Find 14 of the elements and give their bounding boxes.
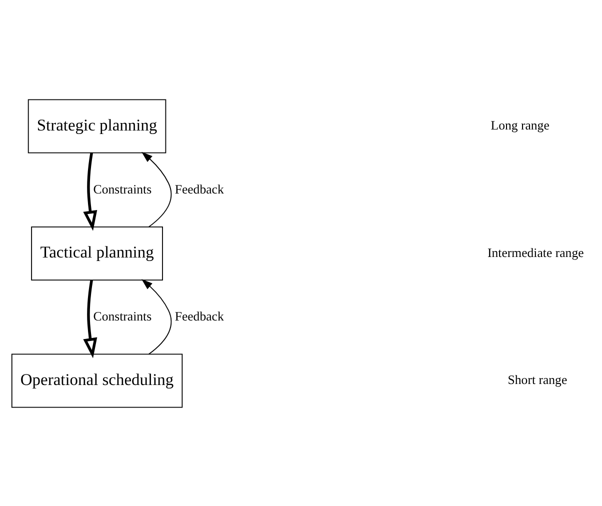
arrow <box>83 279 98 358</box>
edge-label: Constraints <box>93 182 152 196</box>
arrow <box>83 152 98 230</box>
node-box: Operational scheduling <box>11 353 183 408</box>
label: Long range <box>490 118 550 132</box>
node-box: Tactical planning <box>31 226 163 280</box>
edge-label: Feedback <box>174 309 224 324</box>
arrow <box>142 278 172 354</box>
arrow <box>142 151 172 227</box>
label: Intermediate range <box>488 245 584 260</box>
edge-label: Feedback <box>174 182 224 196</box>
node-box: Strategic planning <box>28 98 166 153</box>
label: Short range <box>508 372 568 387</box>
edge-label: Constraints <box>93 309 152 324</box>
